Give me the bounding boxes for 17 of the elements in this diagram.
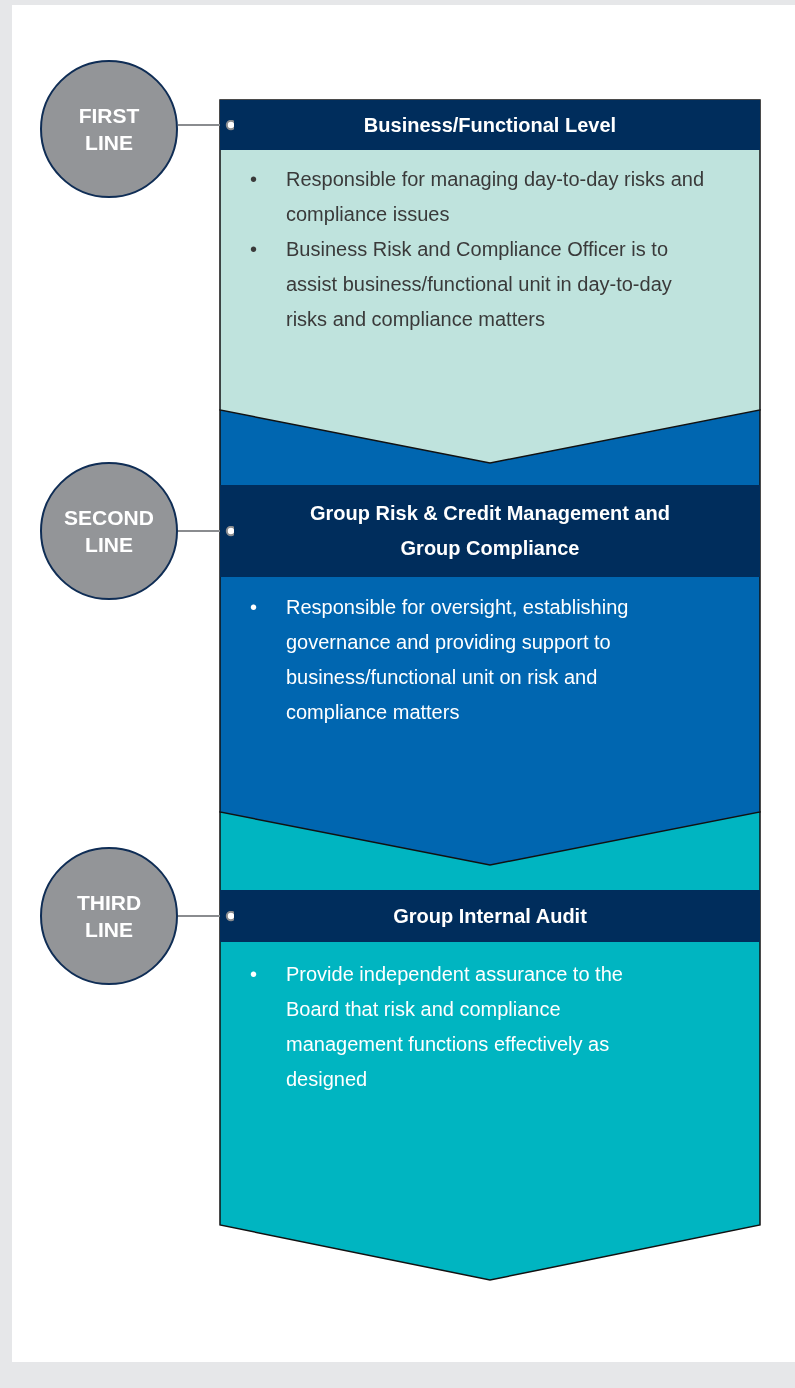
bullet-marker: •	[250, 237, 258, 262]
panel-heading: Business/Functional Level	[362, 112, 618, 138]
bullet-text: Business Risk and Compliance Officer is to assist business/functional unit in day-to-day risks and compliance matters	[286, 238, 672, 330]
bullet-marker: •	[250, 595, 258, 620]
bullet-marker: •	[250, 167, 258, 192]
bullet-text: Responsible for oversight, establishing governance and providing support to business/functional unit on risk and compliance matters	[286, 596, 629, 723]
bullet-marker: •	[250, 962, 258, 987]
bullet-text: Provide independent assurance to the Board that risk and compliance management functions effectively as designed	[286, 963, 623, 1090]
connector-line	[177, 525, 237, 537]
panel-heading: Group Internal Audit	[392, 903, 588, 929]
connector-line	[177, 910, 237, 922]
circle-label: SECOND LINE	[63, 505, 155, 558]
bullet-text: Responsible for managing day-to-day risks and compliance issues	[286, 168, 704, 225]
panel-heading: Group Risk & Credit Management and Group Compliance	[308, 501, 672, 561]
circle-label: FIRST LINE	[77, 103, 141, 156]
circle-label: THIRD LINE	[75, 890, 143, 943]
connector-line	[177, 119, 237, 131]
